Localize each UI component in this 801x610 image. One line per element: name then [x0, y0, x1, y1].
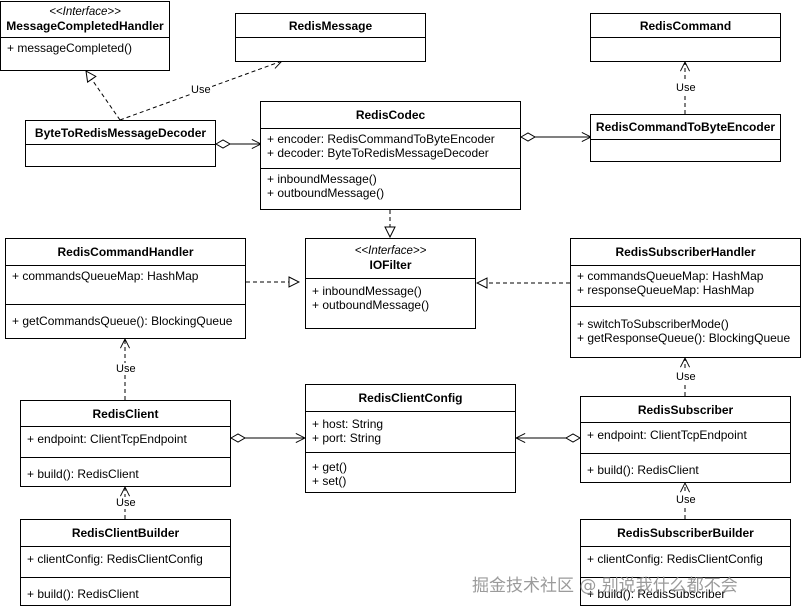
method: + outboundMessage() — [267, 186, 385, 200]
attribute: + commandsQueueMap: HashMap — [12, 269, 199, 283]
methods-section: + inboundMessage() + outboundMessage() — [261, 168, 520, 200]
class-header: RedisCodec — [261, 102, 520, 129]
method: + build(): RedisSubscriber — [587, 587, 726, 601]
methods-section: + build(): RedisSubscriber — [581, 577, 790, 601]
class-name: RedisMessage — [288, 18, 373, 33]
attributes-section: + commandsQueueMap: HashMap — [6, 266, 245, 304]
attributes-section: + encoder: RedisCommandToByteEncoder + d… — [261, 129, 520, 168]
attributes-section: + clientConfig: RedisClientConfig — [21, 547, 230, 577]
stereotype-label: <<Interface>> — [354, 245, 427, 257]
methods-section: + build(): RedisClient — [581, 453, 790, 477]
class-redis-client-builder[interactable]: RedisClientBuilder + clientConfig: Redis… — [20, 519, 231, 606]
class-header: RedisClient — [21, 401, 230, 427]
class-header: <<Interface>> MessageCompletedHandler — [1, 2, 169, 38]
class-redis-command-to-byte-encoder[interactable]: RedisCommandToByteEncoder — [590, 114, 781, 162]
stereotype-label: <<Interface>> — [49, 6, 121, 18]
class-redis-client-config[interactable]: RedisClientConfig + host: String + port:… — [305, 384, 516, 493]
class-header: RedisSubscriberHandler — [571, 239, 800, 266]
attribute: + decoder: ByteToRedisMessageDecoder — [267, 146, 489, 160]
class-name: RedisSubscriber — [637, 402, 734, 417]
class-redis-client[interactable]: RedisClient + endpoint: ClientTcpEndpoin… — [20, 400, 231, 487]
class-redis-message[interactable]: RedisMessage — [235, 13, 426, 62]
use-label-decoder-message: Use — [190, 84, 212, 96]
attribute: + host: String — [312, 417, 384, 431]
attribute: + clientConfig: RedisClientConfig — [587, 552, 763, 566]
class-name: RedisCodec — [355, 108, 426, 122]
attributes-section: + endpoint: ClientTcpEndpoint — [581, 423, 790, 453]
method: + getResponseQueue(): BlockingQueue — [577, 331, 791, 345]
attribute: + responseQueueMap: HashMap — [577, 283, 755, 297]
class-header: ByteToRedisMessageDecoder — [26, 121, 215, 145]
class-name: RedisClientBuilder — [71, 526, 180, 540]
class-header: RedisMessage — [236, 14, 425, 38]
class-header: <<Interface>> IOFilter — [306, 239, 475, 279]
class-name: RedisSubscriberBuilder — [617, 526, 754, 540]
attributes-section: + clientConfig: RedisClientConfig — [581, 547, 790, 577]
attribute: + commandsQueueMap: HashMap — [577, 269, 764, 283]
class-name: RedisClientConfig — [358, 391, 463, 405]
methods-section: + getCommandsQueue(): BlockingQueue — [6, 304, 245, 328]
methods-section: + switchToSubscriberMode() + getResponse… — [571, 306, 800, 345]
class-name: RedisCommandHandler — [57, 245, 194, 259]
methods-section: + build(): RedisClient — [21, 457, 230, 481]
attribute: + endpoint: ClientTcpEndpoint — [27, 432, 187, 446]
class-redis-subscriber[interactable]: RedisSubscriber + endpoint: ClientTcpEnd… — [580, 396, 791, 483]
class-name: RedisCommand — [639, 18, 732, 33]
attribute: + port: String — [312, 431, 382, 445]
class-message-completed-handler[interactable]: <<Interface>> MessageCompletedHandler + … — [0, 1, 170, 71]
methods-section: + get() + set() — [306, 452, 515, 488]
methods-section: + messageCompleted() — [1, 38, 169, 55]
use-label-client-handler: Use — [115, 363, 137, 375]
attribute: + clientConfig: RedisClientConfig — [27, 552, 203, 566]
class-redis-codec[interactable]: RedisCodec + encoder: RedisCommandToByte… — [260, 101, 521, 210]
method: + build(): RedisClient — [27, 587, 139, 601]
class-redis-subscriber-handler[interactable]: RedisSubscriberHandler + commandsQueueMa… — [570, 238, 801, 358]
class-header: RedisCommandHandler — [6, 239, 245, 266]
class-name: RedisCommandToByteEncoder — [595, 120, 776, 134]
method: + build(): RedisClient — [587, 463, 699, 477]
method: + getCommandsQueue(): BlockingQueue — [12, 314, 233, 328]
class-name: ByteToRedisMessageDecoder — [34, 125, 207, 140]
class-redis-subscriber-builder[interactable]: RedisSubscriberBuilder + clientConfig: R… — [580, 519, 791, 606]
method: + inboundMessage() — [312, 284, 422, 298]
class-header: RedisSubscriberBuilder — [581, 520, 790, 547]
decoder-realizes-message-completed-handler — [86, 71, 121, 121]
method: + set() — [312, 474, 347, 488]
attribute: + encoder: RedisCommandToByteEncoder — [267, 132, 495, 146]
class-byte-to-redis-message-decoder[interactable]: ByteToRedisMessageDecoder — [25, 120, 216, 167]
class-header: RedisSubscriber — [581, 397, 790, 423]
use-label-subscriber-handler: Use — [675, 371, 697, 383]
method: + build(): RedisClient — [27, 467, 139, 481]
method: + switchToSubscriberMode() — [577, 317, 729, 331]
watermark-text: 掘金技术社区 @ 别说我什么都不会 — [472, 576, 738, 596]
class-name: IOFilter — [369, 258, 412, 272]
class-io-filter[interactable]: <<Interface>> IOFilter + inboundMessage(… — [305, 238, 476, 329]
class-name: RedisSubscriberHandler — [615, 245, 756, 259]
use-label-encoder-command: Use — [675, 82, 697, 94]
class-name: MessageCompletedHandler — [6, 19, 164, 33]
methods-section: + inboundMessage() + outboundMessage() — [306, 279, 475, 312]
class-redis-command-handler[interactable]: RedisCommandHandler + commandsQueueMap: … — [5, 238, 246, 339]
class-header: RedisClientConfig — [306, 385, 515, 412]
method: + messageCompleted() — [7, 41, 133, 55]
use-label-builder-client: Use — [115, 497, 137, 509]
method: + inboundMessage() — [267, 172, 377, 186]
methods-section: + build(): RedisClient — [21, 577, 230, 601]
class-header: RedisCommand — [591, 14, 780, 38]
attribute: + endpoint: ClientTcpEndpoint — [587, 428, 747, 442]
attributes-section: + commandsQueueMap: HashMap + responseQu… — [571, 266, 800, 306]
class-name: RedisClient — [92, 406, 159, 421]
attributes-section: + host: String + port: String — [306, 412, 515, 452]
use-label-builder-subscriber: Use — [675, 494, 697, 506]
class-header: RedisClientBuilder — [21, 520, 230, 547]
class-header: RedisCommandToByteEncoder — [591, 115, 780, 140]
method: + get() — [312, 460, 348, 474]
attributes-section: + endpoint: ClientTcpEndpoint — [21, 427, 230, 457]
method: + outboundMessage() — [312, 298, 430, 312]
class-redis-command[interactable]: RedisCommand — [590, 13, 781, 62]
